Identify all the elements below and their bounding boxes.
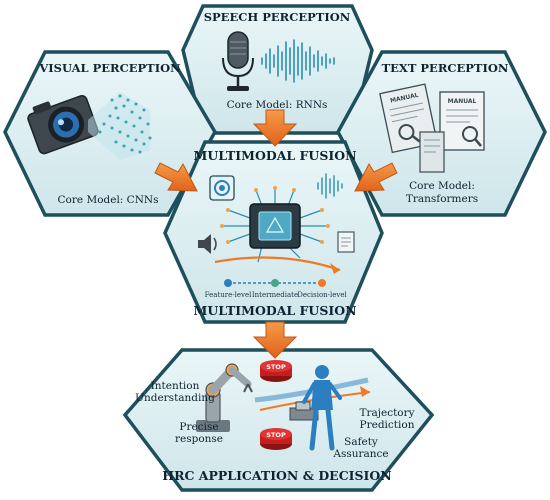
intention-line2: Understanding: [135, 392, 215, 404]
precise-line1: Precise: [179, 421, 218, 433]
robot-arm-icon: [196, 363, 253, 432]
human-figure-icon: [302, 365, 342, 451]
text-title: TEXT PERCEPTION: [382, 61, 509, 75]
speech-title: SPEECH PERCEPTION: [204, 10, 351, 24]
stop-button-bottom-icon: STOP: [260, 428, 292, 450]
trajectory-line1: Trajectory: [359, 407, 414, 419]
precise-line2: response: [175, 433, 223, 445]
microphone-icon: [222, 31, 254, 91]
hrc-title: HRC APPLICATION & DECISION: [162, 468, 391, 483]
text-model-line1: Core Model:: [409, 180, 475, 192]
trajectory-arrow: [254, 377, 371, 411]
trajectory-line2: Prediction: [360, 419, 415, 431]
visual-model: Core Model: CNNs: [58, 194, 159, 206]
fusion-flow-arrow: [214, 256, 341, 274]
camera-icon: [27, 94, 99, 155]
arrow-fusion-to-hrc: [252, 321, 298, 359]
stop-label-top: STOP: [266, 363, 286, 371]
fusion-waveform-icon: [317, 173, 343, 199]
visual-title: VISUAL PERCEPTION: [38, 61, 181, 75]
safety-line1: Safety: [344, 436, 378, 448]
fusion-level-feature: Feature-level: [205, 291, 252, 299]
arrow-text-to-fusion: [354, 162, 398, 192]
stop-button-top-icon: STOP: [260, 360, 292, 382]
point-cloud-icon: [88, 92, 152, 160]
manual-label-2: MANUAL: [448, 98, 477, 105]
fusion-title-bottom: MULTIMODAL FUSION: [193, 303, 356, 318]
fusion-level-decision: Decision-level: [297, 291, 347, 299]
speaker-icon: [198, 234, 217, 254]
eye-icon: [209, 175, 235, 201]
arrow-speech-to-fusion: [252, 109, 298, 147]
fusion-title-top: MULTIMODAL FUSION: [193, 148, 356, 163]
manual-icon: MANUAL MANUAL: [379, 83, 485, 173]
chip-icon: [220, 186, 330, 263]
intention-line1: Intention: [151, 380, 200, 392]
stop-label-bottom: STOP: [266, 431, 286, 439]
speech-model: Core Model: RNNs: [227, 99, 328, 111]
waveform-icon: [261, 39, 335, 83]
document-icon: [337, 231, 355, 253]
text-model-line2: Transformers: [406, 193, 478, 205]
fusion-level-intermediate: Intermediate: [252, 291, 298, 299]
arrow-visual-to-fusion: [154, 162, 198, 192]
fusion-levels-bar: Feature-level Intermediate Decision-leve…: [205, 279, 348, 299]
safety-line2: Assurance: [332, 448, 388, 460]
